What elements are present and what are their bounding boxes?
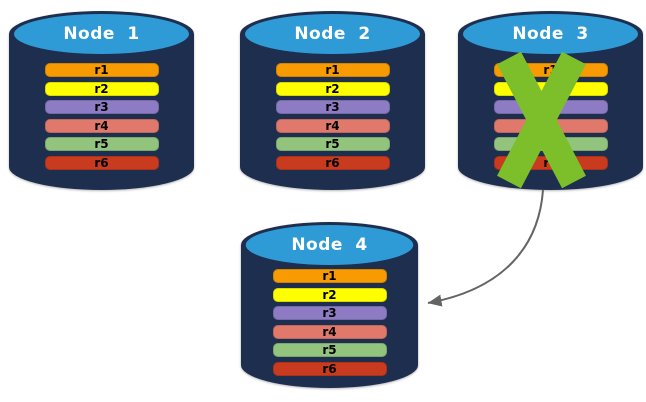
node-title: Node 4 [291, 235, 368, 255]
record-list: r1 r2 r3 r4 r5 r6 [272, 269, 387, 376]
record-bar: r4 [272, 324, 387, 339]
record-bar: r5 [275, 137, 390, 151]
record-bar: r1 [272, 269, 387, 283]
node-2: Node 2 r1 r2 r3 r4 r5 r6 [239, 10, 426, 190]
arrow-curve [427, 189, 544, 307]
record-bar: r3 [272, 306, 387, 320]
cylinder-top-ellipse [462, 14, 639, 54]
node-1: Node 1 r1 r2 r3 r4 r5 r6 [8, 10, 195, 190]
record-bar: r6 [272, 361, 387, 376]
record-bar: r3 [44, 100, 159, 114]
record-bar: r6 [275, 155, 390, 170]
record-bar: r4 [44, 118, 159, 133]
failure-x-icon [497, 52, 586, 188]
record-bar: r4 [275, 118, 390, 133]
x-stroke [497, 52, 586, 188]
record-list: r1 r2 r3 r4 r5 r6 [275, 63, 390, 170]
cylinder-top-ellipse [245, 225, 414, 265]
record-bar: r2 [272, 287, 387, 302]
record-bar: r5 [44, 137, 159, 151]
record-bar: r2 [44, 81, 159, 96]
cylinder-top-ellipse [244, 14, 421, 54]
record-bar: r6 [44, 155, 159, 170]
record-bar: r1 [275, 63, 390, 77]
record-bar: r1 [44, 63, 159, 77]
record-list: r1 r2 r3 r4 r5 r6 [44, 63, 159, 170]
node-title: Node 2 [294, 24, 371, 44]
node-title: Node 1 [63, 24, 140, 44]
node-title: Node 3 [512, 24, 589, 44]
cylinder-top-ellipse [13, 14, 190, 54]
record-bar: r5 [272, 343, 387, 357]
record-bar: r3 [275, 100, 390, 114]
node-4: Node 4 r1 r2 r3 r4 r5 r6 [240, 221, 419, 388]
node-3: Node 3 r1 r2 r3 r4 r5 r6 [457, 10, 644, 190]
record-bar: r2 [275, 81, 390, 96]
